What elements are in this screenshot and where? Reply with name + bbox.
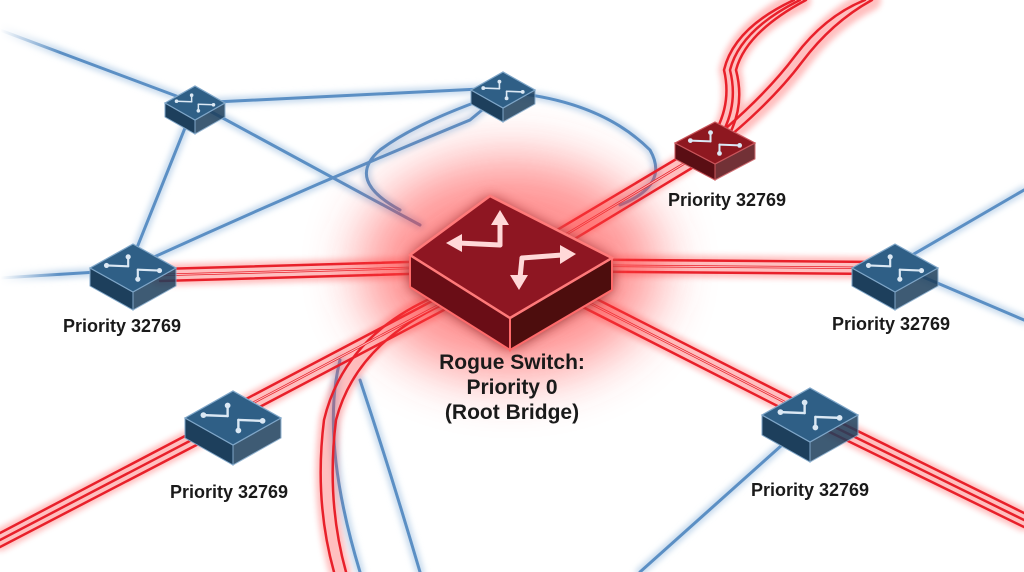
switch-arrow-head <box>224 402 231 409</box>
switch-arrow-line <box>202 413 229 418</box>
switch-arrow-line <box>814 415 841 420</box>
rogue-switch-label-line1: Rogue Switch: <box>439 351 585 374</box>
switch-arrow-head <box>497 79 502 84</box>
switch-arrow-head <box>777 409 784 415</box>
switch-label-right: Priority 32769 <box>832 314 951 334</box>
switch-icon <box>174 93 216 113</box>
switch-icon <box>865 254 925 282</box>
switch-icon <box>103 254 163 282</box>
switch-arrow-head <box>211 103 216 107</box>
switch-arrow-head <box>865 262 872 269</box>
rogue-switch[interactable] <box>360 158 660 378</box>
switch-top <box>183 390 283 446</box>
switch-top-right[interactable] <box>673 121 757 181</box>
switch-top <box>760 387 860 443</box>
switch-arrow-head <box>174 99 179 103</box>
switch-left[interactable] <box>88 243 178 311</box>
switch-bottom-right[interactable] <box>760 387 860 463</box>
switch-label-bottom-right: Priority 32769 <box>751 480 870 500</box>
switch-arrow-line <box>505 90 524 93</box>
switch-arrow-line <box>779 410 806 415</box>
switch-arrow-head <box>897 276 903 282</box>
switch-arrow-head <box>887 254 893 260</box>
switch-label-bottom-left: Priority 32769 <box>170 482 289 502</box>
switch-arrow-head <box>812 424 819 431</box>
switch-arrow-head <box>717 151 722 156</box>
switch-arrow-head <box>200 412 207 418</box>
switch-top <box>850 243 940 293</box>
switch-arrow-line <box>718 143 741 147</box>
rogue-switch-label-line3: (Root Bridge) <box>444 401 580 425</box>
switch-icon <box>481 79 525 101</box>
switch-arrow-head <box>125 254 131 260</box>
switch-arrow-head <box>504 96 509 101</box>
switch-label-top-right: Priority 32769 <box>668 190 787 210</box>
switch-arrow-head <box>737 143 743 148</box>
switch-arrow-head <box>708 130 713 136</box>
switch-arrow-head <box>918 268 925 274</box>
switch-bottom-left[interactable] <box>183 390 283 466</box>
switch-arrow-line <box>175 100 193 103</box>
switch-icon <box>687 130 743 156</box>
switch-right[interactable] <box>850 243 940 311</box>
switch-top-left[interactable] <box>163 85 227 135</box>
rogue-switch-label-line2: Priority 0 <box>466 376 558 400</box>
switch-arrow-head <box>259 418 266 424</box>
switch-arrow-head <box>135 276 141 282</box>
switch-arrow-line <box>689 139 712 143</box>
switch-icon <box>777 399 843 431</box>
switch-arrow-line <box>105 264 130 268</box>
switch-label-left: Priority 32769 <box>63 316 182 336</box>
switch-top <box>673 121 757 165</box>
switch-icon <box>200 402 266 434</box>
switch-arrow-head <box>189 93 194 97</box>
switch-layer <box>88 71 940 466</box>
switch-arrow-line <box>482 87 501 90</box>
switch-arrow-head <box>687 138 693 144</box>
switch-top <box>163 85 227 121</box>
switch-arrow-line <box>136 268 161 272</box>
switch-arrow-head <box>481 86 486 90</box>
switch-arrow-line <box>898 268 923 272</box>
switch-arrow-head <box>836 415 843 421</box>
switch-top-center[interactable] <box>469 71 537 123</box>
switch-arrow-head <box>801 399 808 406</box>
switch-arrow-line <box>237 418 264 423</box>
rogue-switch-label: Rogue Switch: Priority 0 (Root Bridge) <box>412 350 612 426</box>
switch-arrows-icon <box>446 210 576 290</box>
switch-arrow-head <box>103 262 110 269</box>
switch-arrow-head <box>235 427 242 434</box>
switch-arrow-head <box>156 268 163 274</box>
switch-top <box>469 71 537 109</box>
switch-top <box>88 243 178 293</box>
switch-arrow-line <box>197 103 215 106</box>
switch-arrow-line <box>867 264 892 268</box>
switch-arrow-head <box>520 90 525 94</box>
switch-arrow-head <box>196 109 201 113</box>
